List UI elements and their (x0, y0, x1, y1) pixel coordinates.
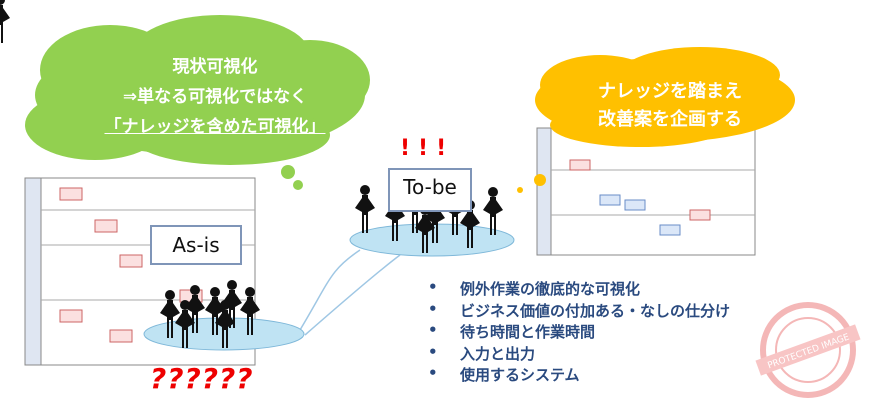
asis-label: As-is (150, 225, 242, 265)
green-thought-cloud (25, 15, 370, 190)
green-cloud-line2: ⇒単なる可視化ではなく (122, 87, 308, 107)
list-item: •待ち時間と作業時間 (428, 321, 596, 341)
asis-process-diagram (24, 177, 256, 366)
bullet-list: •例外作業の徹底的な可視化 •ビジネス価値の付加ある・なしの仕分け •待ち時間と… (428, 278, 730, 386)
question-marks: ?????? (150, 362, 254, 395)
tobe-process-diagram (536, 127, 756, 256)
orange-cloud-text: ナレッジを踏まえ 改善案を企画する (545, 78, 795, 134)
people-figures (0, 0, 503, 348)
protected-image-stamp: PROTECTED IMAGE (755, 302, 861, 398)
orange-cloud-line1: ナレッジを踏まえ (598, 81, 742, 102)
green-cloud-text: 現状可視化 ⇒単なる可視化ではなく 「ナレッジを含めた可視化」 (60, 52, 370, 142)
list-item: •ビジネス価値の付加ある・なしの仕分け (428, 299, 731, 320)
exclamation-marks: !!! (400, 136, 455, 161)
list-item: •入力と出力 (428, 342, 536, 363)
tobe-label: To-be (388, 168, 472, 212)
green-cloud-line1: 現状可視化 (172, 57, 258, 77)
orange-cloud-line2: 改善案を企画する (598, 109, 742, 130)
list-item: •使用するシステム (428, 364, 580, 384)
list-item: •例外作業の徹底的な可視化 (428, 278, 641, 298)
orange-thought-cloud (517, 47, 795, 193)
green-cloud-line3: 「ナレッジを含めた可視化」 (104, 117, 326, 137)
